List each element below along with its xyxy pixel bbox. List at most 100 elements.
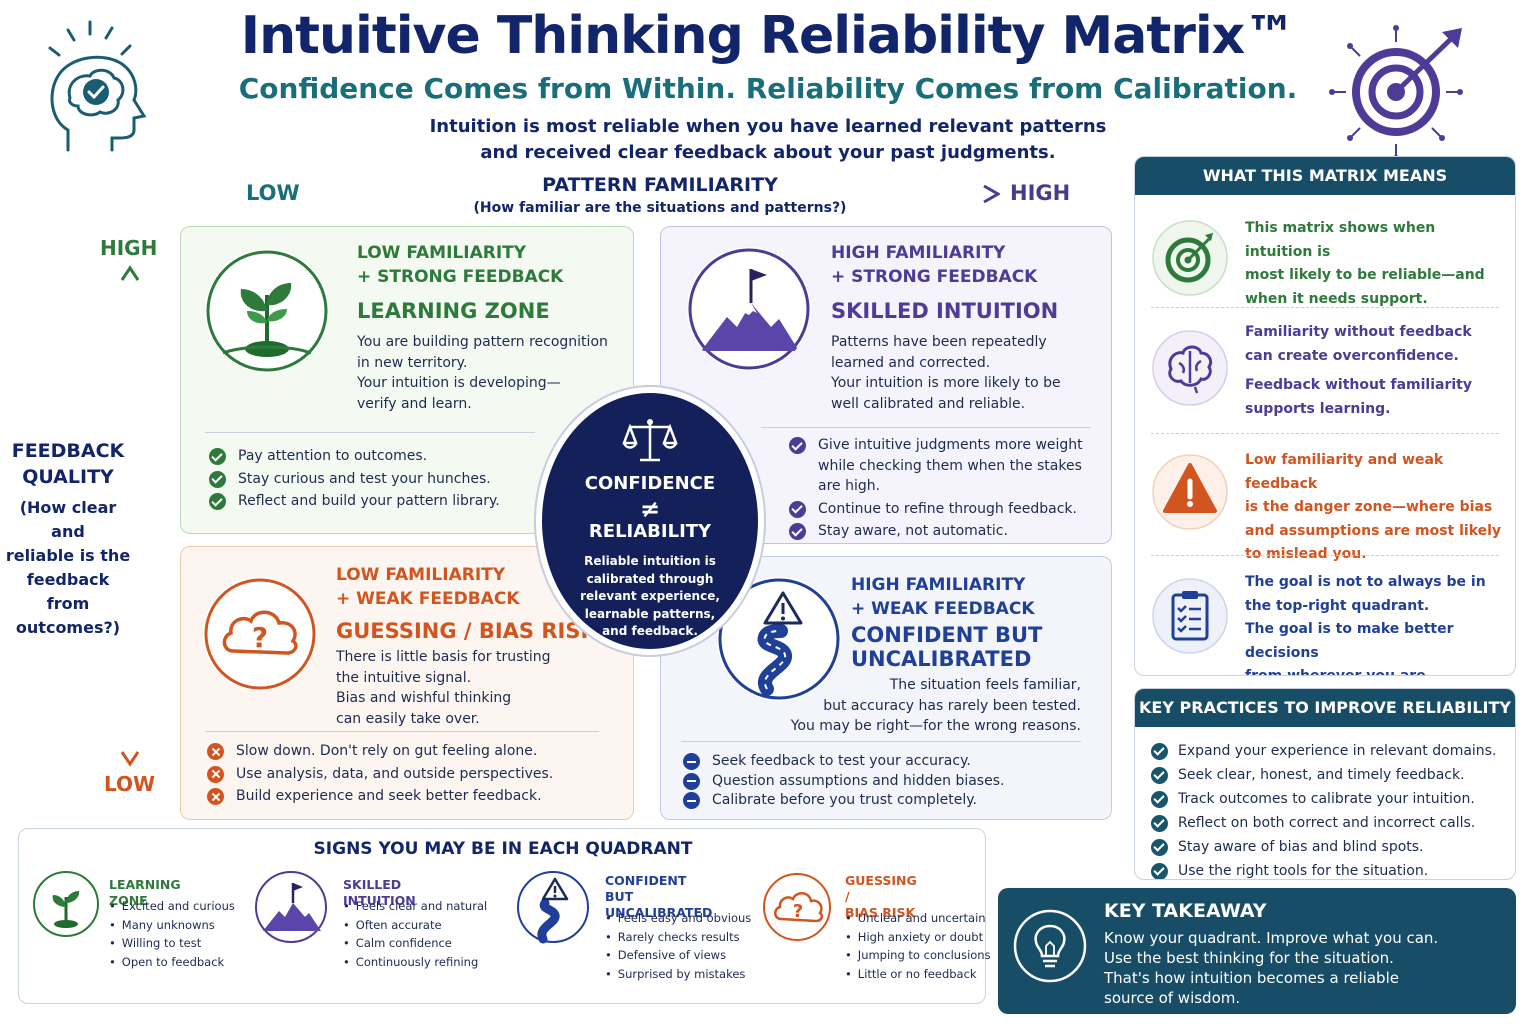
divider — [681, 741, 1081, 742]
quadrant-action-list: Give intuitive judgments more weight whi… — [789, 435, 1089, 544]
list-item: Track outcomes to calibrate your intuiti… — [1151, 787, 1496, 811]
target-icon — [1152, 220, 1228, 296]
center-confidence-label: CONFIDENCE — [584, 473, 716, 494]
list-item: Pay attention to outcomes. — [209, 446, 500, 467]
check-icon — [1151, 862, 1168, 879]
list-item: Surprised by mistakes — [605, 965, 765, 984]
sign-list: Feels easy and obvious Rarely checks res… — [605, 909, 765, 983]
matrix-meaning-panel: WHAT THIS MATRIX MEANS This matrix shows… — [1134, 156, 1516, 676]
check-icon — [1151, 742, 1168, 760]
cloud-question-icon: ? — [763, 873, 831, 941]
list-item: Stay aware, not automatic. — [789, 521, 1089, 542]
quadrant-zone-title: CONFIDENT BUT UNCALIBRATED — [851, 623, 1043, 671]
quadrant-description: There is little basis for trusting the i… — [336, 649, 551, 727]
quadrant-action-list: Slow down. Don't rely on gut feeling alo… — [207, 741, 553, 809]
cloud-question-icon: ? — [203, 577, 317, 691]
list-item: Seek clear, honest, and timely feedback. — [1151, 763, 1496, 787]
list-item: Feels clear and natural — [343, 897, 503, 916]
quadrant-description: Patterns have been repeatedly learned an… — [831, 334, 1061, 412]
page-title: Intuitive Thinking Reliability Matrix™ — [240, 6, 1296, 66]
x-axis-high-label: HIGH — [1010, 181, 1071, 205]
list-item: Stay aware of bias and blind spots. — [1151, 835, 1496, 859]
divider — [761, 427, 1091, 428]
minus-icon — [683, 753, 700, 770]
warning-icon — [1152, 454, 1228, 530]
lightbulb-icon — [1013, 909, 1087, 983]
not-equal-symbol: ≠ — [639, 495, 661, 523]
takeaway-title: KEY TAKEAWAY — [1104, 900, 1267, 922]
list-item: Little or no feedback — [845, 965, 995, 984]
mountain-flag-icon — [255, 871, 327, 943]
list-item: Often accurate — [343, 916, 503, 935]
x-axis-arrow — [312, 184, 1000, 204]
meaning-text: Familiarity without feedback can create … — [1245, 324, 1472, 417]
list-item: Open to feedback — [109, 953, 259, 972]
head-brain-icon — [48, 20, 147, 152]
check-icon — [1151, 814, 1168, 832]
y-axis-low-label: LOW — [104, 772, 156, 796]
center-confidence-reliability: CONFIDENCE ≠ RELIABILITY Reliable intuit… — [536, 387, 764, 655]
meaning-row: This matrix shows when intuition is most… — [1135, 209, 1515, 307]
list-item: High anxiety or doubt — [845, 928, 995, 947]
list-item: Jumping to conclusions — [845, 946, 995, 965]
svg-text:?: ? — [252, 621, 268, 654]
divider — [1151, 307, 1499, 308]
quadrant-zone-title: GUESSING / BIAS RISK — [336, 619, 597, 643]
sign-list: Unclear and uncertain High anxiety or do… — [845, 909, 995, 983]
check-icon — [789, 437, 806, 454]
quadrant-zone-title: SKILLED INTUITION — [831, 299, 1059, 323]
list-item: Use analysis, data, and outside perspect… — [207, 764, 553, 785]
page-subtitle: Confidence Comes from Within. Reliabilit… — [238, 72, 1298, 105]
list-item: Give intuitive judgments more weight whi… — [789, 435, 1089, 497]
quadrant-heading: LOW FAMILIARITY + WEAK FEEDBACK — [336, 565, 520, 609]
sprout-icon — [205, 249, 329, 373]
list-item: Calm confidence — [343, 934, 503, 953]
quadrant-heading: HIGH FAMILIARITY + WEAK FEEDBACK — [851, 575, 1035, 619]
list-item: Excited and curious — [109, 897, 259, 916]
divider — [205, 731, 599, 732]
target-arrow-icon — [1329, 25, 1463, 161]
winding-road-warning-icon — [517, 871, 589, 944]
check-icon — [789, 523, 806, 540]
meaning-row: The goal is not to always be in the top-… — [1135, 563, 1515, 676]
center-reliability-label: RELIABILITY — [588, 521, 712, 542]
check-icon — [1151, 838, 1168, 856]
panel-title: KEY PRACTICES TO IMPROVE RELIABILITY — [1135, 689, 1515, 727]
quadrant-action-list: Seek feedback to test your accuracy. Que… — [683, 751, 1004, 813]
list-item: Reflect on both correct and incorrect ca… — [1151, 811, 1496, 835]
y-axis-subtitle: (How clear and reliable is the feedback … — [5, 498, 131, 637]
x-axis-title: PATTERN FAMILIARITY — [542, 174, 778, 196]
divider — [1151, 555, 1499, 556]
signs-section: SIGNS YOU MAY BE IN EACH QUADRANT LEARNI… — [18, 828, 991, 1004]
list-item: Feels easy and obvious — [605, 909, 765, 928]
x-icon — [207, 743, 224, 760]
check-icon — [1151, 790, 1168, 808]
list-item: Question assumptions and hidden biases. — [683, 771, 1004, 792]
list-item: Calibrate before you trust completely. — [683, 790, 1004, 811]
list-item: Continue to refine through feedback. — [789, 499, 1089, 520]
quadrant-description: You are building pattern recognition in … — [357, 334, 608, 412]
x-axis-subtitle: (How familiar are the situations and pat… — [473, 200, 847, 216]
meaning-text: Low familiarity and weak feedback is the… — [1245, 452, 1502, 562]
mountain-flag-icon — [687, 247, 811, 371]
panel-title: WHAT THIS MATRIX MEANS — [1135, 157, 1515, 195]
list-item: Many unknowns — [109, 916, 259, 935]
meaning-text: The goal is not to always be in the top-… — [1245, 574, 1486, 676]
x-axis-low-label: LOW — [246, 181, 300, 205]
list-item: Reflect and build your pattern library. — [209, 491, 500, 512]
divider — [1151, 433, 1499, 434]
x-icon — [207, 765, 224, 783]
key-takeaway-panel: KEY TAKEAWAY Know your quadrant. Improve… — [998, 888, 1516, 1014]
check-icon — [209, 448, 226, 465]
check-icon — [209, 493, 226, 510]
list-item: Continuously refining — [343, 953, 503, 972]
y-axis-arrow — [120, 265, 140, 767]
minus-icon — [683, 772, 700, 790]
quadrant-zone-title: LEARNING ZONE — [357, 299, 550, 323]
list-item: Stay curious and test your hunches. — [209, 469, 500, 490]
list-item: Build experience and seek better feedbac… — [207, 786, 553, 807]
key-practices-panel: KEY PRACTICES TO IMPROVE RELIABILITY Exp… — [1134, 688, 1516, 880]
list-item: Rarely checks results — [605, 928, 765, 947]
quadrant-heading: HIGH FAMILIARITY + STRONG FEEDBACK — [831, 243, 1038, 287]
list-item: Unclear and uncertain — [845, 909, 995, 928]
